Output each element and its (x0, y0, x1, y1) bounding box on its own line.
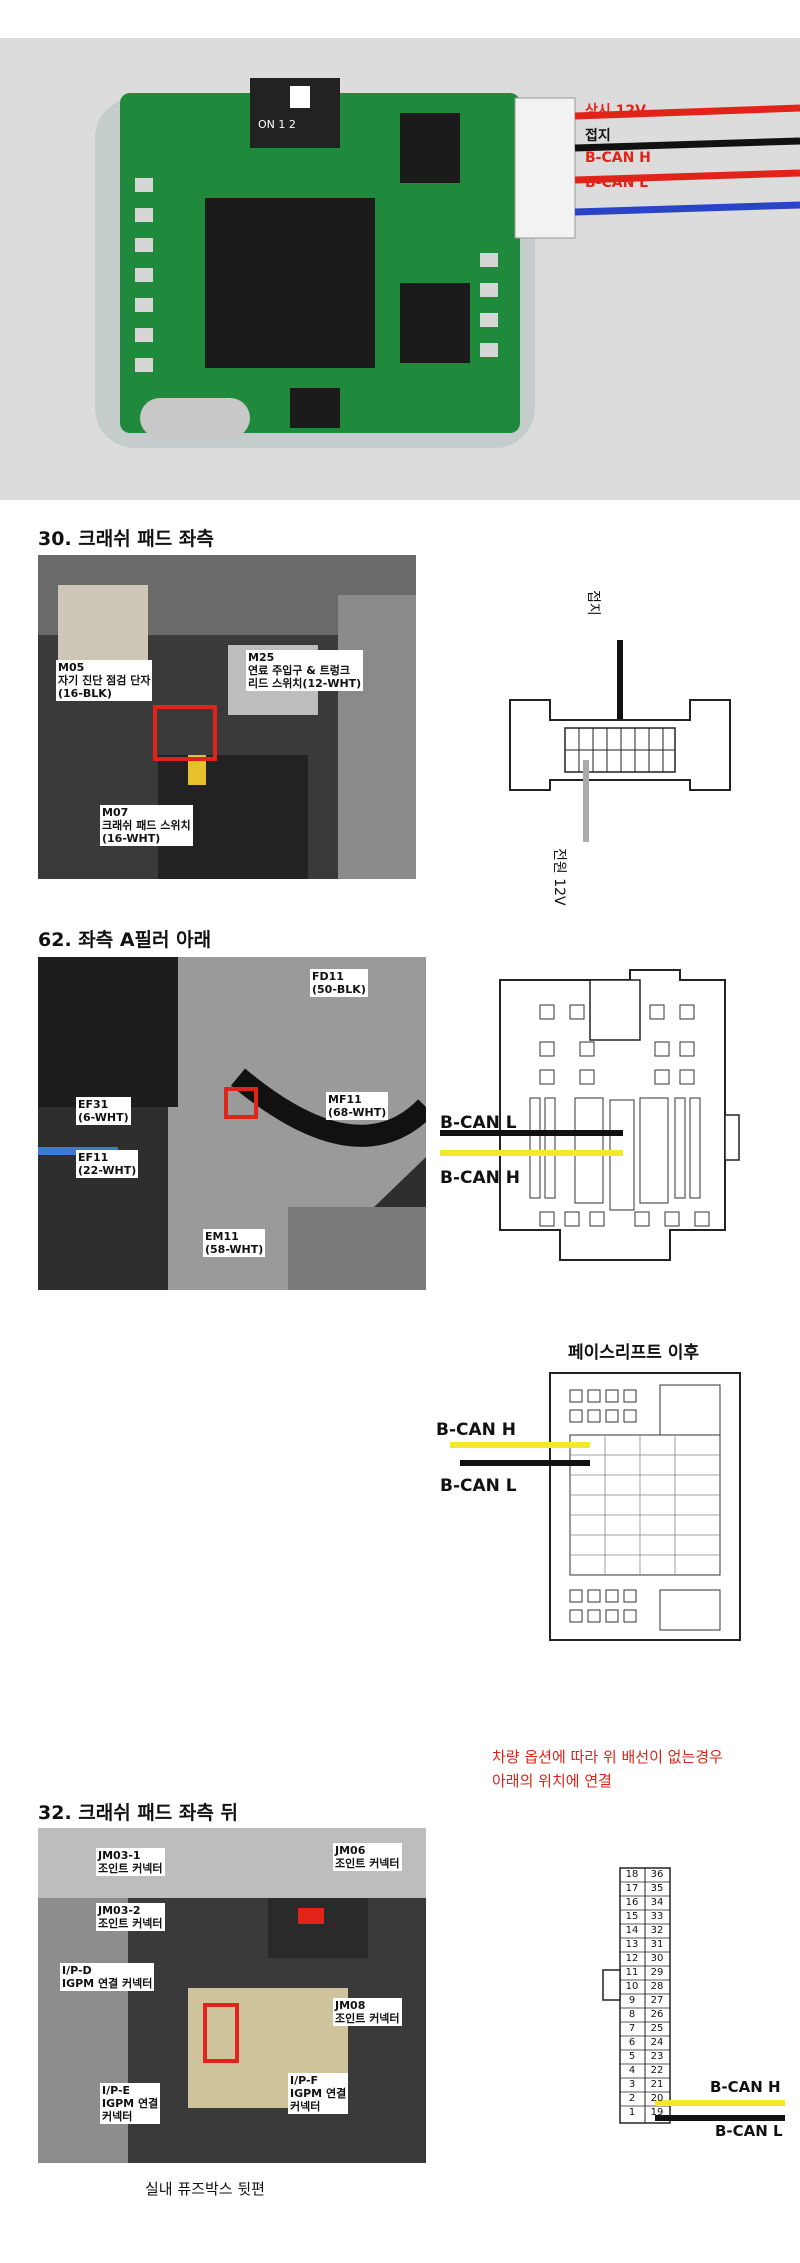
callout-ip-f: I/P-F IGPM 연결 커넥터 (288, 2073, 349, 2114)
module-photo: ON 1 2 상시 12V 접지 B-CAN H B-CAN L (0, 38, 800, 500)
facelift-title: 페이스리프트 이후 (568, 1343, 700, 1363)
notice-line1: 차량 옵션에 따라 위 배선이 없는경우 (492, 1748, 723, 1766)
section32-highlight-box (203, 2003, 239, 2063)
callout-ef31: EF31 (6-WHT) (76, 1097, 131, 1125)
callout-jm03-2: JM03-2 조인트 커넥터 (96, 1903, 165, 1931)
pin-labels-left: 18 17 16 15 14 13 12 11 10 9 8 7 6 5 4 3… (625, 1869, 639, 2118)
wire-label-can-h: B-CAN H (585, 150, 651, 166)
module-photo-graphic (95, 78, 800, 448)
section32-photo-graphic (38, 1828, 426, 2163)
section32-photo: JM03-1 조인트 커넥터 JM06 조인트 커넥터 JM03-2 조인트 커… (38, 1828, 426, 2163)
callout-mf11: MF11 (68-WHT) (326, 1092, 389, 1120)
section32-caption: 실내 퓨즈박스 뒷편 (145, 2180, 265, 2198)
facelift-connector-diagram (450, 1372, 741, 1641)
callout-jm03-1: JM03-1 조인트 커넥터 (96, 1848, 165, 1876)
callout-ip-e: I/P-E IGPM 연결 커넥터 (100, 2083, 161, 2124)
callout-m25: M25 연료 주입구 & 트렁크 리드 스위치(12-WHT) (246, 650, 364, 691)
dip-switch-text: ON 1 2 (258, 118, 296, 131)
callout-jm08: JM08 조인트 커넥터 (333, 1998, 402, 2026)
section32-title: 32. 크래쉬 패드 좌측 뒤 (38, 1802, 238, 1824)
section62-can-h-label: B-CAN H (440, 1168, 521, 1188)
callout-em11: EM11 (58-WHT) (203, 1229, 266, 1257)
wire-label-12v: 상시 12V (585, 103, 646, 119)
section62-connector-diagram (440, 969, 740, 1261)
callout-m07: M07 크래쉬 패드 스위치 (16-WHT) (100, 805, 193, 846)
callout-ef11: EF11 (22-WHT) (76, 1150, 139, 1178)
section32-can-h-label: B-CAN H (710, 2078, 781, 2096)
pin-labels-right: 36 35 34 33 32 31 30 29 28 27 26 25 24 2… (650, 1869, 664, 2118)
section30-photo-graphic (38, 555, 416, 879)
section30-photo: M05 자기 진단 점검 단자 (16-BLK) M25 연료 주입구 & 트렁… (38, 555, 416, 879)
notice-text: 차량 옵션에 따라 위 배선이 없는경우 아래의 위치에 연결 (492, 1745, 723, 1793)
section30-highlight-box (153, 705, 217, 761)
section32-connector-diagram (602, 1867, 785, 2124)
obd-ground-label: 접지 (585, 590, 601, 616)
wire-label-can-l: B-CAN L (585, 175, 649, 191)
section30-title: 30. 크래쉬 패드 좌측 (38, 528, 214, 550)
section62-photo: FD11 (50-BLK) EF31 (6-WHT) MF11 (68-WHT)… (38, 957, 426, 1290)
callout-fd11: FD11 (50-BLK) (310, 969, 368, 997)
callout-m05: M05 자기 진단 점검 단자 (16-BLK) (56, 660, 153, 701)
obd-connector-diagram (509, 640, 731, 842)
notice-line2: 아래의 위치에 연결 (492, 1772, 612, 1790)
section62-highlight-box (224, 1087, 258, 1119)
facelift-can-h-label: B-CAN H (436, 1420, 517, 1440)
facelift-can-l-label: B-CAN L (440, 1476, 517, 1496)
callout-jm06: JM06 조인트 커넥터 (333, 1843, 402, 1871)
section32-can-l-label: B-CAN L (715, 2122, 783, 2140)
wire-label-ground: 접지 (585, 128, 611, 144)
callout-ip-d: I/P-D IGPM 연결 커넥터 (60, 1963, 155, 1991)
section62-title: 62. 좌측 A필러 아래 (38, 929, 212, 951)
obd-power-label: 전원 12V (551, 848, 567, 906)
section62-can-l-label: B-CAN L (440, 1113, 517, 1133)
